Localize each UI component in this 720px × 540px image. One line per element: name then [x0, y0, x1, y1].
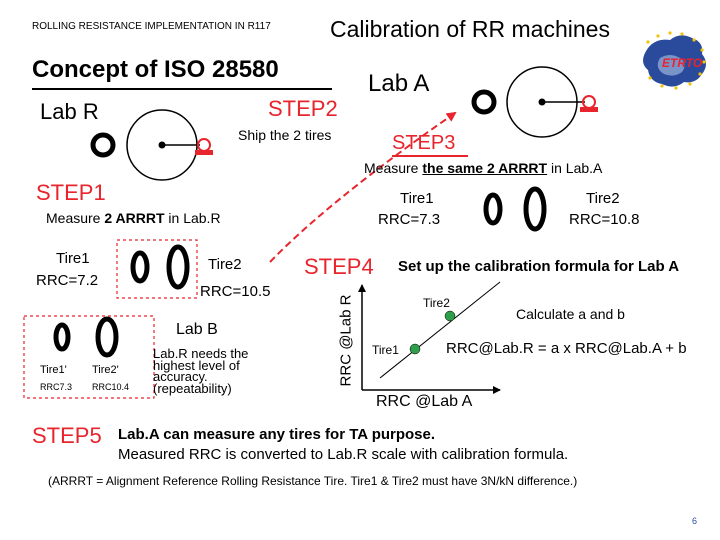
lab-b-note-line: Lab.R needs the [153, 346, 249, 361]
step2-label: STEP2 [268, 96, 338, 121]
step3-text-underlined: the same 2 ARRRT [422, 160, 548, 176]
step5-label: STEP5 [32, 423, 102, 448]
step5-line2: Measured RRC is converted to Lab.R scale… [118, 446, 569, 463]
step1-text-prefix: Measure [46, 210, 105, 226]
step1-label: STEP1 [36, 180, 106, 205]
step4-text: Set up the calibration formula for Lab A [398, 258, 680, 275]
lab-b-box [23, 315, 155, 399]
lab-b-label: Lab B [176, 321, 218, 338]
footnote: (ARRRT = Alignment Reference Rolling Res… [48, 474, 578, 488]
step3-rrc1: RRC=7.3 [378, 211, 441, 228]
concept-title: Concept of ISO 28580 [32, 56, 279, 83]
etrto-logo-text: ETRTO [662, 56, 703, 70]
step4-x-axis-label: RRC @Lab A [376, 393, 473, 410]
step1-text-suffix: in Lab.R [164, 210, 221, 226]
plot-label-tire1: Tire1 [372, 343, 399, 357]
step2-arrow [269, 111, 457, 263]
page-number: 6 [692, 516, 698, 526]
lab-a-drum-setup [471, 66, 598, 138]
etrto-logo [643, 31, 706, 90]
header-right-title: Calibration of RR machines [330, 16, 610, 42]
step1-rrc2: RRC=10.5 [200, 283, 271, 300]
step1-text: Measure 2 ARRRT in Lab.R [46, 210, 221, 226]
step3-rrc2: RRC=10.8 [569, 211, 640, 228]
step3-text: Measure the same 2 ARRRT in Lab.A [364, 160, 602, 176]
lab-b-rrc2: RRC10.4 [92, 382, 130, 392]
lab-b-tires [53, 316, 119, 358]
lab-a-label: Lab A [368, 70, 430, 97]
step3-underline [392, 155, 468, 157]
lab-b-tire2-label: Tire2' [92, 364, 119, 376]
step3-tires [483, 186, 547, 232]
step5-line1: Lab.A can measure any tires for TA purpo… [118, 426, 436, 443]
step4-calc-text: Calculate a and b [516, 306, 625, 322]
concept-title-underline [32, 88, 332, 90]
plot-label-tire2: Tire2 [423, 296, 450, 310]
lab-b-tire1-label: Tire1' [40, 364, 67, 376]
step2-text: Ship the 2 tires [238, 127, 332, 143]
step3-tire2-label: Tire2 [586, 190, 620, 207]
step3-label: STEP3 [392, 132, 456, 154]
step1-rrc1: RRC=7.2 [36, 272, 99, 289]
step1-text-bold: 2 ARRRT [104, 210, 165, 226]
step1-tires [130, 244, 190, 290]
lab-r-drum-setup [90, 109, 213, 181]
plot-point-tire1 [409, 343, 421, 355]
lab-b-note-line: highest level of [153, 357, 240, 373]
step1-tire1-label: Tire1 [56, 250, 90, 267]
lab-b-rrc1: RRC7.3 [40, 382, 73, 392]
lab-b-note-line: accuracy. [153, 369, 208, 384]
step4-y-axis-label: RRC @Lab R [337, 294, 355, 387]
step3-text-prefix: Measure [364, 160, 423, 176]
step1-tire-box [116, 239, 198, 299]
step3-text-suffix: in Lab.A [547, 160, 603, 176]
header-left-title: ROLLING RESISTANCE IMPLEMENTATION IN R11… [32, 21, 271, 32]
lab-b-note: Lab.R needs the highest level of accurac… [153, 346, 249, 396]
step4-formula: RRC@Lab.R = a x RRC@Lab.A + b [446, 340, 687, 357]
lab-r-label: Lab R [40, 99, 99, 124]
step4-label: STEP4 [304, 254, 374, 279]
step1-tire2-label: Tire2 [208, 256, 242, 273]
step3-tire1-label: Tire1 [400, 190, 434, 207]
calibration-plot-axes [358, 281, 501, 394]
lab-b-note-line: (repeatability) [153, 380, 232, 396]
plot-point-tire2 [444, 310, 456, 322]
